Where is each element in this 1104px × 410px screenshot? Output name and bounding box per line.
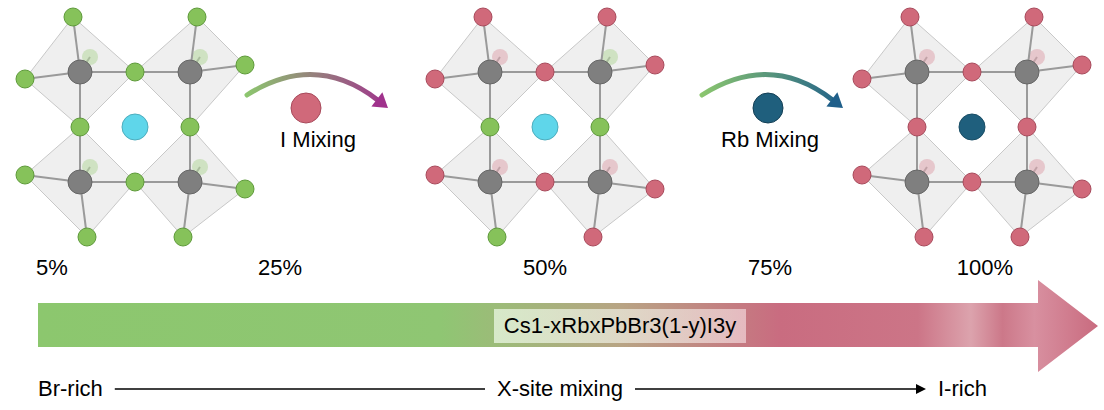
axis-label: I-rich bbox=[938, 376, 987, 401]
octahedron bbox=[545, 127, 655, 237]
halide-atom bbox=[174, 228, 192, 246]
rubidium-atom bbox=[753, 93, 783, 123]
octahedron bbox=[545, 17, 655, 127]
percentage: 100% bbox=[957, 255, 1013, 280]
halide-atom bbox=[915, 228, 933, 246]
axis-label: Br-rich bbox=[38, 376, 103, 401]
halide-atom bbox=[598, 8, 616, 26]
halide-atom bbox=[126, 63, 144, 81]
halide-atom bbox=[181, 118, 199, 136]
halide-atom bbox=[646, 56, 664, 74]
halide-atom bbox=[188, 8, 206, 26]
percentage: 25% bbox=[258, 255, 302, 280]
octahedron bbox=[25, 17, 135, 127]
a-site-cation bbox=[959, 114, 985, 140]
halide-atom bbox=[1073, 56, 1091, 74]
lead-atom bbox=[588, 170, 612, 194]
lead-atom bbox=[905, 170, 929, 194]
halide-atom bbox=[1025, 8, 1043, 26]
percentage: 75% bbox=[748, 255, 792, 280]
octahedron bbox=[435, 17, 545, 127]
octahedron bbox=[862, 127, 972, 237]
halide-atom bbox=[78, 228, 96, 246]
process-label: I Mixing bbox=[280, 127, 356, 152]
lead-atom bbox=[68, 60, 92, 84]
octahedron bbox=[862, 17, 972, 127]
lead-atom bbox=[478, 60, 502, 84]
halide-atom bbox=[126, 173, 144, 191]
gradient-arrow: Cs1-xRbxPbBr3(1-y)I3y bbox=[38, 280, 1100, 372]
halide-atom bbox=[908, 118, 926, 136]
halide-atom bbox=[963, 173, 981, 191]
lead-atom bbox=[1015, 60, 1039, 84]
halide-atom bbox=[853, 166, 871, 184]
halide-atom bbox=[646, 180, 664, 198]
halide-atom bbox=[963, 63, 981, 81]
halide-atom bbox=[426, 70, 444, 88]
lead-atom bbox=[588, 60, 612, 84]
percentage: 50% bbox=[523, 255, 567, 280]
lead-atom bbox=[1015, 170, 1039, 194]
halide-atom bbox=[16, 166, 34, 184]
lead-atom bbox=[178, 170, 202, 194]
lead-atom bbox=[478, 170, 502, 194]
halide-atom bbox=[1011, 228, 1029, 246]
process-label: Rb Mixing bbox=[721, 127, 819, 152]
halide-atom bbox=[584, 228, 602, 246]
halide-atom bbox=[236, 56, 254, 74]
halide-atom bbox=[591, 118, 609, 136]
octahedron bbox=[135, 127, 245, 237]
halide-atom bbox=[488, 228, 506, 246]
halide-atom bbox=[236, 180, 254, 198]
halide-atom bbox=[1073, 180, 1091, 198]
halide-atom bbox=[474, 8, 492, 26]
i-rich-structure bbox=[853, 8, 1091, 246]
br-rich-structure bbox=[16, 8, 254, 246]
halide-atom bbox=[536, 63, 554, 81]
halide-atom bbox=[536, 173, 554, 191]
lead-atom bbox=[905, 60, 929, 84]
lead-atom bbox=[68, 170, 92, 194]
octahedron bbox=[25, 127, 135, 237]
halide-atom bbox=[481, 118, 499, 136]
halide-atom bbox=[64, 8, 82, 26]
percentage: 5% bbox=[36, 255, 68, 280]
a-site-cation bbox=[122, 114, 148, 140]
formula-text: Cs1-xRbxPbBr3(1-y)I3y bbox=[494, 309, 746, 342]
halide-atom bbox=[1018, 118, 1036, 136]
octahedron bbox=[972, 127, 1082, 237]
halide-atom bbox=[853, 70, 871, 88]
halide-atom bbox=[426, 166, 444, 184]
halide-atom bbox=[71, 118, 89, 136]
octahedron bbox=[435, 127, 545, 237]
halide-atom bbox=[16, 70, 34, 88]
mixed-structure bbox=[426, 8, 664, 246]
octahedron bbox=[135, 17, 245, 127]
octahedron bbox=[972, 17, 1082, 127]
axis-label: X-site mixing bbox=[497, 376, 623, 401]
iodide-atom bbox=[291, 93, 321, 123]
a-site-cation bbox=[532, 114, 558, 140]
lead-atom bbox=[178, 60, 202, 84]
halide-atom bbox=[901, 8, 919, 26]
